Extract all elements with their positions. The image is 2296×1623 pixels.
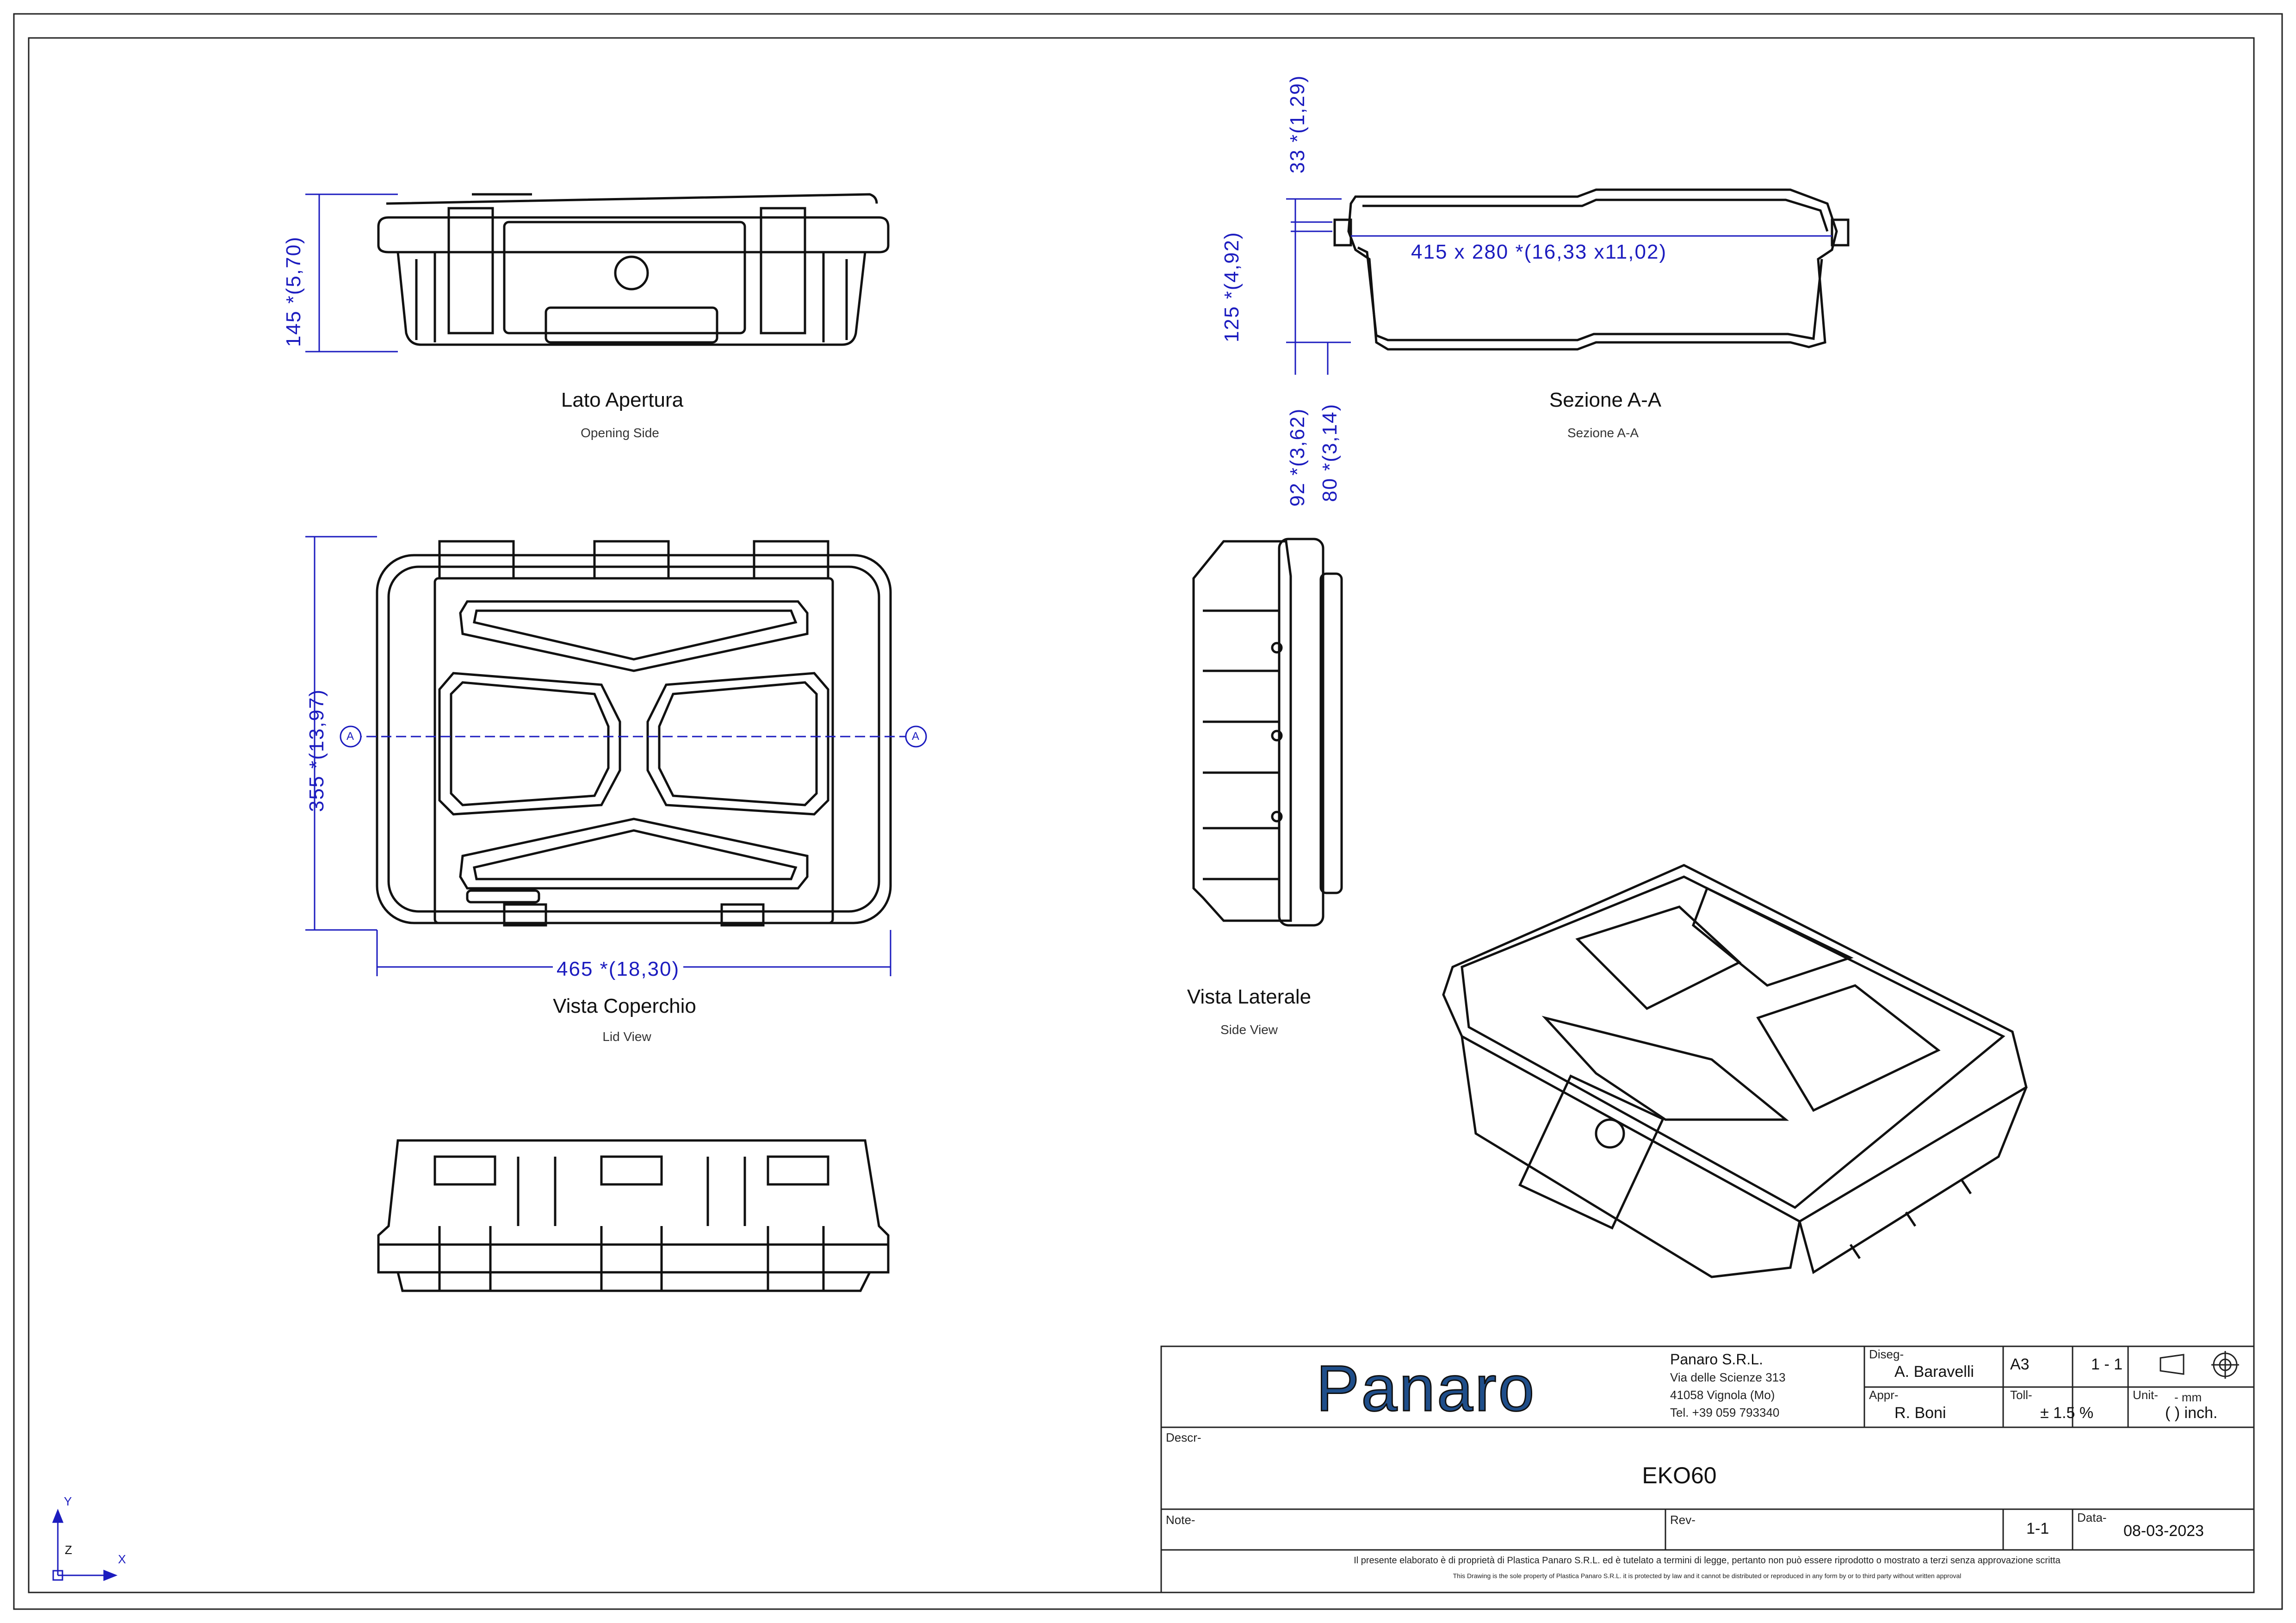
- section-marker-left: [340, 725, 362, 748]
- view-subtitle-opening: Opening Side: [581, 426, 659, 440]
- dim-bottom-80: 80 *(3,14): [1318, 403, 1341, 502]
- drawn-by: A. Baravelli: [1894, 1363, 1974, 1381]
- approved-by-label: Appr-: [1869, 1388, 1899, 1402]
- bottom-view: [377, 1139, 890, 1292]
- isometric-view: [1442, 864, 2028, 1278]
- dim-width-465: 465 *(18,30): [553, 958, 684, 981]
- copyright-notice-it: Il presente elaborato è di proprietà di …: [1354, 1555, 2061, 1566]
- axis-x-label: X: [118, 1552, 126, 1566]
- company-address-1: Via delle Scienze 313: [1670, 1370, 1786, 1384]
- view-subtitle-section: Sezione A-A: [1567, 426, 1639, 440]
- copyright-notice-en: This Drawing is the sole property of Pla…: [1453, 1572, 1962, 1580]
- drawing-scale: 1 - 1: [2091, 1356, 2123, 1373]
- dim-height-355: 355 *(13,97): [305, 688, 328, 812]
- section-a-a-view: [1333, 188, 1850, 351]
- opening-side-view: [377, 193, 890, 346]
- view-title-opening: Lato Apertura: [561, 389, 684, 411]
- section-marker-left-label: A: [347, 730, 354, 743]
- sheet-format: A3: [2010, 1356, 2030, 1373]
- company-address-2: 41058 Vignola (Mo): [1670, 1388, 1775, 1402]
- tolerance-label: Toll-: [2010, 1388, 2032, 1402]
- lid-view: [376, 540, 892, 927]
- section-marker-right-label: A: [912, 730, 920, 743]
- dim-bottom-92: 92 *(3,62): [1286, 408, 1309, 507]
- view-title-lid: Vista Coperchio: [553, 995, 696, 1017]
- unit-inch: ( ) inch.: [2165, 1404, 2218, 1422]
- revision: 1-1: [2026, 1520, 2049, 1537]
- section-marker-right: [905, 725, 927, 748]
- revision-label: Rev-: [1670, 1513, 1696, 1527]
- unit-mm: - mm: [2174, 1390, 2202, 1404]
- tolerance: ± 1.5 %: [2040, 1404, 2094, 1422]
- view-subtitle-lid: Lid View: [602, 1029, 651, 1044]
- company-logo: Panaro: [1315, 1351, 1536, 1425]
- dim-top-33: 33 *(1,29): [1286, 74, 1309, 173]
- approved-by: R. Boni: [1894, 1404, 1946, 1422]
- dim-depth-125: 125 *(4,92): [1220, 231, 1243, 342]
- title-block-grid: [1160, 1345, 2255, 1593]
- drawn-by-label: Diseg-: [1869, 1347, 1904, 1361]
- date-label: Data-: [2077, 1511, 2107, 1524]
- dimension-lines: [305, 193, 1832, 976]
- axis-triad: [52, 1508, 118, 1581]
- company-name: Panaro S.R.L.: [1670, 1351, 1763, 1368]
- dim-inner-415: 415 x 280 *(16,33 x11,02): [1411, 241, 1667, 263]
- company-phone: Tel. +39 059 793340: [1670, 1406, 1780, 1419]
- side-view: [1192, 538, 1343, 927]
- description-label: Descr-: [1166, 1431, 1201, 1444]
- note-label: Note-: [1166, 1513, 1195, 1527]
- view-title-section: Sezione A-A: [1549, 389, 1662, 411]
- view-title-side: Vista Laterale: [1187, 985, 1312, 1008]
- drawing-date: 08-03-2023: [2123, 1522, 2204, 1540]
- axis-y-label: Y: [64, 1494, 72, 1508]
- view-subtitle-side: Side View: [1220, 1022, 1278, 1037]
- unit-label: Unit-: [2133, 1388, 2158, 1402]
- axis-z-label: Z: [65, 1543, 72, 1557]
- part-description: EKO60: [1642, 1462, 1717, 1488]
- dim-height-145: 145 *(5,70): [282, 236, 305, 347]
